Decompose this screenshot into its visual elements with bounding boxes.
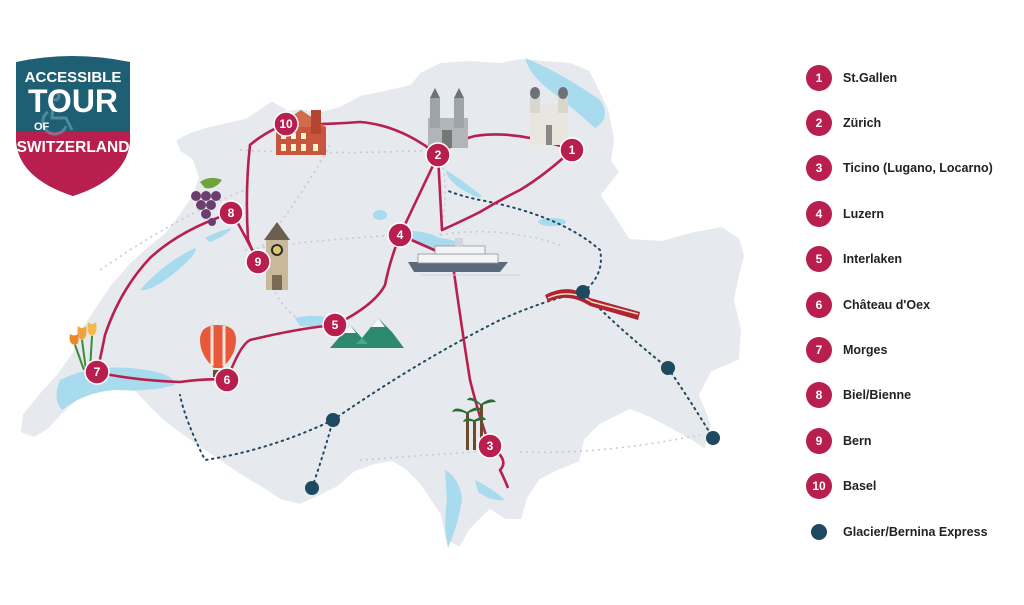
legend-label: Glacier/Bernina Express: [843, 524, 988, 539]
cathedral-icon: [428, 88, 468, 148]
legend-badge: 4: [806, 200, 832, 227]
logo-line-1: ACCESSIBLE: [25, 69, 122, 86]
stop-marker-10[interactable]: 10: [273, 111, 299, 137]
legend-item-biel: 8 Biel/Bienne: [806, 373, 1016, 418]
logo-line-3: OF: [34, 121, 50, 133]
legend-badge: 2: [806, 110, 832, 137]
map-legend: 1 St.Gallen 2 Zürich 3 Ticino (Lugano, L…: [806, 55, 1016, 554]
lake-walen: [538, 218, 566, 226]
stop-marker-4[interactable]: 4: [387, 222, 413, 248]
train-icon: [545, 289, 640, 320]
lake-sempach: [373, 210, 387, 220]
svg-text:7: 7: [94, 365, 101, 379]
express-dot: [305, 481, 319, 495]
express-dot: [326, 413, 340, 427]
express-dot: [706, 431, 720, 445]
stop-marker-1[interactable]: 1: [559, 137, 585, 163]
lake-maggiore: [445, 470, 462, 548]
legend-item-luzern: 4 Luzern: [806, 191, 1016, 236]
svg-text:1: 1: [569, 143, 576, 157]
legend-badge: 1: [806, 64, 832, 91]
express-dot-icon: [811, 523, 827, 540]
legend-label: Biel/Bienne: [843, 388, 912, 403]
legend-item-zurich: 2 Zürich: [806, 100, 1016, 145]
legend-badge: 7: [806, 337, 832, 364]
grape-icon: [191, 177, 222, 226]
switzerland-outline: [18, 56, 747, 550]
svg-text:5: 5: [332, 318, 339, 332]
lake-neuchatel: [140, 248, 196, 291]
stop-marker-2[interactable]: 2: [425, 142, 451, 168]
stop-marker-5[interactable]: 5: [322, 312, 348, 338]
express-dot: [576, 285, 590, 299]
legend-item-ticino: 3 Ticino (Lugano, Locarno): [806, 146, 1016, 191]
legend-item-chateau-doex: 6 Château d'Oex: [806, 282, 1016, 327]
legend-label: Morges: [843, 343, 888, 358]
legend-label: Luzern: [843, 206, 884, 221]
legend-label: Ticino (Lugano, Locarno): [843, 161, 993, 176]
mountains-icon: [330, 318, 404, 348]
legend-label: Interlaken: [843, 252, 903, 267]
steamboat-icon: [408, 238, 520, 276]
svg-text:9: 9: [255, 255, 262, 269]
legend-item-basel: 10 Basel: [806, 464, 1016, 509]
legend-item-stgallen: 1 St.Gallen: [806, 55, 1016, 100]
cathedral-icon: [530, 87, 568, 145]
legend-item-bern: 9 Bern: [806, 418, 1016, 463]
svg-text:2: 2: [435, 148, 442, 162]
legend-item-express: Glacier/Bernina Express: [806, 509, 1016, 554]
express-stops: [305, 285, 720, 495]
switzerland-map: 1 2 3 4 5 6 7 8 9 10 ACCESSIBLE TOUR OF …: [16, 56, 747, 550]
stop-marker-7[interactable]: 7: [84, 359, 110, 385]
palm-icon: [452, 397, 496, 450]
tulip-icon: [69, 322, 97, 371]
lake-biel: [205, 228, 232, 242]
stop-marker-9[interactable]: 9: [245, 249, 271, 275]
logo-shield-lower: [16, 132, 130, 196]
legend-badge: 8: [806, 382, 832, 409]
clock-tower-icon: [264, 222, 290, 290]
lake-zurich: [446, 170, 482, 197]
stop-marker-3[interactable]: 3: [477, 433, 503, 459]
logo-line-4: SWITZERLAND: [17, 139, 130, 156]
svg-text:10: 10: [279, 117, 293, 131]
tour-route: [95, 120, 573, 489]
svg-text:6: 6: [224, 373, 231, 387]
stop-marker-6[interactable]: 6: [214, 367, 240, 393]
legend-badge: 3: [806, 155, 832, 182]
tour-logo: ACCESSIBLE TOUR OF SWITZERLAND: [16, 56, 130, 196]
logo-line-2: TOUR: [28, 83, 118, 119]
legend-label: St.Gallen: [843, 70, 898, 85]
express-dot: [661, 361, 675, 375]
legend-label: Zürich: [843, 116, 882, 131]
svg-text:3: 3: [487, 439, 494, 453]
stop-markers: 1 2 3 4 5 6 7 8 9 10: [84, 111, 585, 459]
legend-badge: 5: [806, 246, 832, 273]
legend-item-morges: 7 Morges: [806, 327, 1016, 372]
legend-badge: 10: [806, 473, 832, 500]
legend-badge: 9: [806, 427, 832, 454]
svg-text:4: 4: [397, 228, 404, 242]
legend-label: Basel: [843, 479, 877, 494]
stop-marker-8[interactable]: 8: [218, 200, 244, 226]
legend-label: Château d'Oex: [843, 297, 931, 312]
legend-item-interlaken: 5 Interlaken: [806, 237, 1016, 282]
legend-label: Bern: [843, 433, 872, 448]
wheelchair-icon: [41, 90, 74, 136]
legend-badge: 6: [806, 291, 832, 318]
svg-text:8: 8: [228, 206, 235, 220]
lake-lugano: [475, 480, 505, 501]
